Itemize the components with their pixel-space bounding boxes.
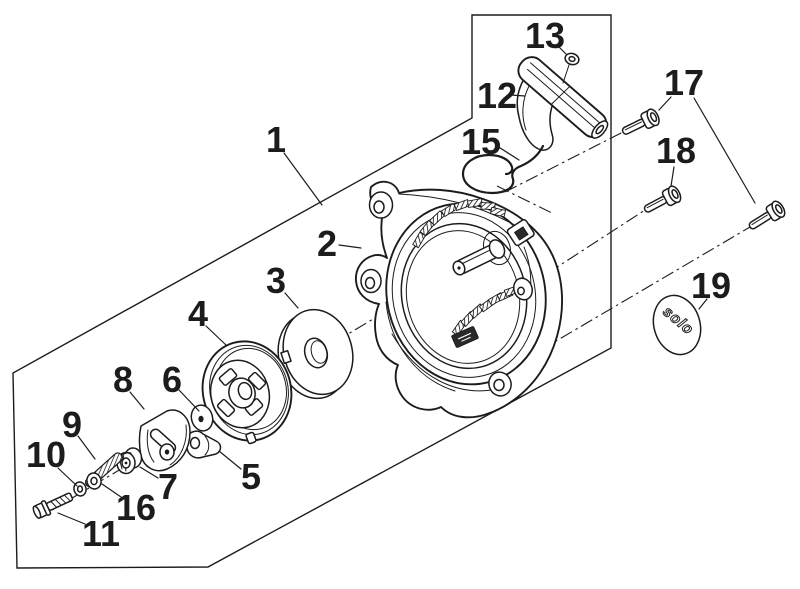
part-3-washer-disc [277, 308, 354, 400]
part-17-screw-right [744, 198, 789, 236]
leader-4 [205, 325, 227, 346]
part-11-hex-bolt [32, 492, 74, 519]
callout-7: 7 [158, 466, 178, 507]
leader-17b [693, 97, 756, 204]
leader-16 [101, 483, 122, 498]
leader-10 [57, 467, 78, 487]
leader-lines [57, 44, 756, 525]
leader-13 [556, 44, 567, 55]
leader-11 [57, 512, 86, 525]
callout-labels: 1 2 3 4 5 6 7 8 9 10 11 12 13 15 16 17 1… [26, 15, 731, 554]
part-18-screw [640, 183, 684, 219]
leader-6 [178, 389, 200, 412]
callout-12: 12 [477, 75, 517, 116]
callout-18: 18 [656, 130, 696, 171]
center-shaft-stub [452, 230, 512, 276]
leader-7 [139, 466, 159, 479]
leader-9 [77, 435, 96, 460]
callout-13: 13 [525, 15, 565, 56]
part-16-washer [86, 472, 102, 490]
leader-19 [698, 298, 708, 310]
part-15-starter-rope [461, 144, 545, 195]
callout-11: 11 [82, 513, 120, 554]
callout-16: 16 [116, 487, 156, 528]
part-2-fan-housing [355, 180, 563, 419]
callout-1: 1 [266, 119, 286, 160]
part-5-starter-pawl [186, 430, 222, 459]
part-8-cam-plate [138, 409, 191, 472]
callout-3: 3 [266, 260, 286, 301]
rope-guide-lug [506, 219, 535, 247]
leader-5 [218, 450, 242, 470]
part-6-washer [190, 404, 214, 432]
part-12-starter-handle [516, 56, 609, 151]
leader-3 [284, 292, 299, 309]
callout-9: 9 [62, 404, 82, 445]
vent-louvers [412, 198, 521, 337]
leader-2 [338, 244, 362, 249]
mounting-bosses [360, 191, 534, 397]
callout-6: 6 [162, 359, 182, 400]
housing-brand-plate [451, 326, 479, 348]
callout-10: 10 [26, 434, 66, 475]
part-13-rope-eyelet [562, 52, 580, 84]
leader-15 [496, 145, 520, 161]
leader-12 [510, 94, 526, 97]
leader-8 [129, 391, 145, 410]
part-4-rope-pulley [201, 340, 293, 445]
leader-17a [658, 96, 672, 111]
assembly-frame-outline [12, 14, 612, 569]
callout-5: 5 [241, 456, 261, 497]
callout-19: 19 [691, 265, 731, 306]
part-19-logo-cap: solo [652, 294, 702, 356]
callout-2: 2 [317, 223, 337, 264]
leader-18 [670, 166, 675, 187]
callout-15: 15 [461, 121, 501, 162]
callout-4: 4 [188, 293, 208, 334]
callout-17: 17 [664, 62, 704, 103]
callout-8: 8 [113, 359, 133, 400]
leader-1 [283, 152, 323, 206]
screw17-left-axis-line [504, 131, 624, 193]
